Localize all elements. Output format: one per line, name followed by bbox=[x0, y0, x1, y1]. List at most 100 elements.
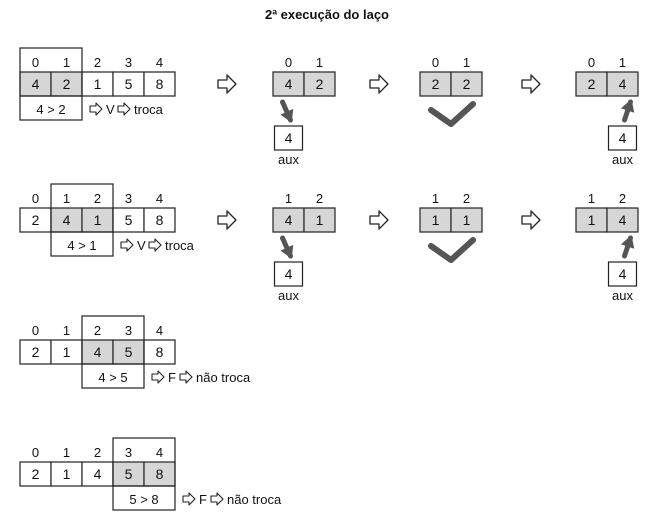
step-cell bbox=[575, 207, 608, 233]
step-cell bbox=[575, 71, 608, 97]
aux-label: aux bbox=[612, 288, 633, 303]
aux-label: aux bbox=[278, 152, 299, 167]
step-arrow-icon bbox=[369, 210, 389, 230]
array-cell-value: 2 bbox=[32, 466, 40, 482]
aux-box bbox=[607, 261, 638, 287]
array-index-label: 1 bbox=[63, 323, 70, 338]
arrow-to-result-icon bbox=[120, 238, 134, 252]
step-index-label: 0 bbox=[588, 55, 595, 70]
array-index-label: 3 bbox=[125, 55, 132, 70]
step-cell bbox=[303, 207, 336, 233]
step-cell-value: 1 bbox=[316, 212, 324, 228]
arrow-to-action-icon bbox=[210, 492, 224, 506]
arrow-to-result-icon bbox=[182, 492, 196, 506]
array-cell bbox=[81, 207, 114, 233]
aux-box bbox=[273, 261, 304, 287]
comparison-expression: 4 > 1 bbox=[67, 238, 96, 253]
array-index-label: 0 bbox=[32, 55, 39, 70]
comparison-action: troca bbox=[134, 102, 164, 117]
array-cell-value: 2 bbox=[63, 76, 71, 92]
restore-from-aux-arrow-icon-head bbox=[621, 235, 635, 249]
array-index-label: 2 bbox=[94, 323, 101, 338]
copy-to-aux-arrow-icon-head bbox=[280, 244, 294, 259]
step-arrow-icon bbox=[217, 74, 237, 94]
aux-value: 4 bbox=[619, 130, 627, 146]
array-cell bbox=[143, 207, 176, 233]
step-cell-value: 2 bbox=[588, 76, 596, 92]
comparison-expression: 5 > 8 bbox=[129, 492, 158, 507]
array-cell-value: 8 bbox=[156, 344, 164, 360]
array-cell-value: 2 bbox=[32, 212, 40, 228]
array-index-label: 2 bbox=[94, 445, 101, 460]
array-cell-value: 4 bbox=[94, 344, 102, 360]
arrow-to-action-icon bbox=[179, 370, 193, 384]
array-cell-value: 2 bbox=[32, 344, 40, 360]
array-cell bbox=[81, 71, 114, 97]
overwrite-arrow-icon bbox=[428, 101, 476, 127]
step-arrow-icon bbox=[369, 74, 389, 94]
step-cell bbox=[450, 71, 483, 97]
comparison-frame bbox=[19, 47, 83, 121]
overwrite-arrow-icon bbox=[428, 237, 476, 263]
comparison-result: F bbox=[199, 492, 207, 507]
restore-from-aux-arrow-icon-head bbox=[621, 99, 635, 113]
step-index-label: 1 bbox=[588, 191, 595, 206]
step-cell-value: 4 bbox=[285, 76, 293, 92]
step-index-label: 1 bbox=[432, 191, 439, 206]
copy-to-aux-arrow-icon-head bbox=[280, 108, 294, 123]
array-cell-value: 8 bbox=[156, 212, 164, 228]
step-cell-value: 2 bbox=[316, 76, 324, 92]
array-index-label: 2 bbox=[94, 55, 101, 70]
step-index-label: 1 bbox=[285, 191, 292, 206]
step-index-label: 2 bbox=[316, 191, 323, 206]
step-index-label: 1 bbox=[316, 55, 323, 70]
step-index-label: 0 bbox=[285, 55, 292, 70]
aux-value: 4 bbox=[285, 130, 293, 146]
comparison-result: V bbox=[106, 102, 115, 117]
step-cell-value: 1 bbox=[588, 212, 596, 228]
comparison-action: não troca bbox=[227, 492, 282, 507]
array-index-label: 4 bbox=[156, 445, 163, 460]
aux-box bbox=[273, 125, 304, 151]
arrow-to-action-icon bbox=[117, 102, 131, 116]
array-cell-value: 1 bbox=[63, 466, 71, 482]
step-cell-value: 2 bbox=[432, 76, 440, 92]
array-index-label: 1 bbox=[63, 191, 70, 206]
array-index-label: 1 bbox=[63, 55, 70, 70]
step-cell-value: 1 bbox=[463, 212, 471, 228]
comparison-expression: 4 > 5 bbox=[98, 370, 127, 385]
array-cell-value: 5 bbox=[125, 212, 133, 228]
array-cell bbox=[19, 461, 52, 487]
copy-to-aux-arrow-icon bbox=[280, 235, 294, 259]
comparison-frame bbox=[50, 183, 114, 257]
step-cell-value: 4 bbox=[285, 212, 293, 228]
array-cell-value: 1 bbox=[63, 344, 71, 360]
step-index-label: 1 bbox=[463, 55, 470, 70]
step-index-label: 1 bbox=[619, 55, 626, 70]
step-cell bbox=[606, 71, 639, 97]
array-cell-value: 1 bbox=[94, 76, 102, 92]
array-cell-value: 4 bbox=[32, 76, 40, 92]
comparison-action: não troca bbox=[196, 370, 251, 385]
step-cell bbox=[419, 207, 452, 233]
array-cell-value: 4 bbox=[94, 466, 102, 482]
step-cell-value: 1 bbox=[432, 212, 440, 228]
array-cell-value: 8 bbox=[156, 466, 164, 482]
step-cell bbox=[606, 207, 639, 233]
step-index-label: 0 bbox=[432, 55, 439, 70]
step-index-label: 2 bbox=[463, 191, 470, 206]
array-cell bbox=[50, 207, 83, 233]
aux-value: 4 bbox=[285, 266, 293, 282]
step-cell bbox=[450, 207, 483, 233]
aux-label: aux bbox=[278, 288, 299, 303]
array-cell bbox=[112, 461, 145, 487]
array-index-label: 3 bbox=[125, 323, 132, 338]
array-index-label: 0 bbox=[32, 323, 39, 338]
array-index-label: 4 bbox=[156, 323, 163, 338]
array-index-label: 3 bbox=[125, 445, 132, 460]
restore-from-aux-arrow-icon bbox=[621, 235, 635, 259]
array-index-label: 4 bbox=[156, 191, 163, 206]
array-index-label: 4 bbox=[156, 55, 163, 70]
copy-to-aux-arrow-icon bbox=[280, 99, 294, 123]
